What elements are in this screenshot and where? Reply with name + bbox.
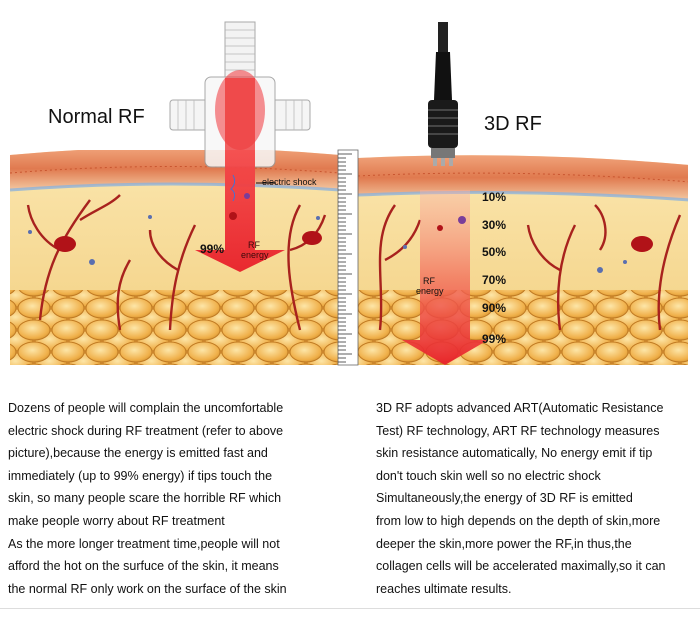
- text-line: reaches ultimate results.: [376, 581, 512, 596]
- right-energy-label: energy: [416, 286, 444, 296]
- text-line: 3D RF adopts advanced ART(Automatic Resi…: [376, 401, 664, 415]
- bottom-divider: [0, 608, 700, 609]
- right-blood-vessels: [378, 204, 682, 331]
- text-line: Simultaneously,the energy of 3D RF is em…: [376, 491, 633, 506]
- depth-level-50: 50%: [482, 245, 507, 259]
- depth-level-99: 99%: [482, 332, 507, 346]
- text-line: Test) RF technology, ART RF technology m…: [376, 423, 660, 438]
- normal-rf-energy-arrow: [195, 70, 285, 272]
- text-line: Dozens of people will complain the uncom…: [8, 401, 284, 415]
- depth-level-10: 10%: [482, 190, 507, 204]
- left-percent-label: 99%: [200, 242, 225, 256]
- text-line: the normal RF only work on the surface o…: [8, 581, 287, 596]
- depth-ruler: [337, 149, 359, 366]
- depth-level-70: 70%: [482, 273, 507, 287]
- skin-diagrams: [10, 21, 688, 366]
- right-skin-section: [358, 155, 688, 365]
- text-line: As the more longer treatment time,people…: [8, 536, 280, 551]
- left-energy-label: energy: [241, 250, 269, 260]
- normal-rf-title: Normal RF: [48, 106, 145, 128]
- right-rf-label: RF: [423, 276, 435, 286]
- red-blood-cell-icon: [631, 236, 653, 252]
- depth-level-90: 90%: [482, 301, 507, 315]
- red-blood-cell-icon: [54, 236, 76, 252]
- text-line: collagen cells will be accelerated maxim…: [376, 559, 666, 574]
- text-line: skin, so many people scare the horrible …: [8, 491, 282, 506]
- text-line: picture),because the energy is emitted f…: [8, 446, 268, 461]
- text-line: skin resistance automatically, No energy…: [376, 446, 653, 461]
- text-line: from low to high depends on the depth of…: [376, 513, 661, 528]
- text-line: make people worry about RF treatment: [8, 513, 225, 528]
- text-line: electric shock during RF treatment (refe…: [8, 423, 284, 438]
- depth-level-30: 30%: [482, 218, 507, 232]
- 3d-rf-title: 3D RF: [484, 113, 542, 135]
- text-line: deeper the skin,more power the RF,in thu…: [376, 536, 632, 551]
- normal-rf-description: Dozens of people will complain the uncom…: [8, 397, 287, 600]
- text-line: immediately (up to 99% energy) if tips t…: [8, 468, 273, 483]
- left-blood-vessels: [26, 194, 327, 331]
- 3d-rf-energy-arrow: [402, 190, 488, 365]
- 3d-rf-description: 3D RF adopts advanced ART(Automatic Resi…: [376, 397, 665, 600]
- electric-shock-label: electric shock: [262, 177, 317, 187]
- red-blood-cell-icon: [302, 231, 322, 245]
- 3d-rf-applicator-icon: [428, 22, 458, 166]
- text-line: don't touch skin well so no electric sho…: [376, 468, 601, 483]
- text-line: afford the hot on the surfuce of the ski…: [8, 559, 279, 574]
- left-rf-label: RF: [248, 240, 260, 250]
